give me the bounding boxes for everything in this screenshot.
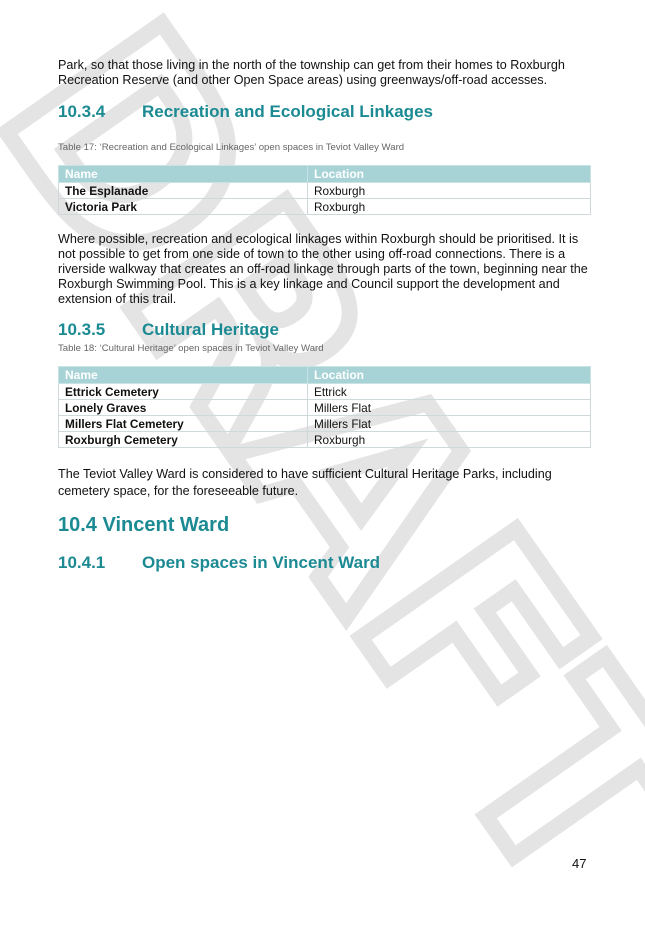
heading-title: Cultural Heritage — [142, 320, 279, 339]
cell-name: The Esplanade — [58, 182, 308, 199]
cell-location: Millers Flat — [307, 399, 591, 416]
table-18-caption: Table 18: ‘Cultural Heritage’ open space… — [58, 343, 324, 354]
linkages-paragraph: Where possible, recreation and ecologica… — [58, 232, 588, 306]
table-row: Victoria Park Roxburgh — [58, 198, 591, 215]
heritage-paragraph: The Teviot Valley Ward is considered to … — [58, 467, 552, 498]
cell-location: Millers Flat — [307, 415, 591, 432]
cell-name: Victoria Park — [58, 198, 308, 215]
intro-paragraph: Park, so that those living in the north … — [58, 58, 565, 87]
page-number: 47 — [572, 856, 587, 871]
table-row: The Esplanade Roxburgh — [58, 182, 591, 199]
table-row: Ettrick Cemetery Ettrick — [58, 383, 591, 400]
column-header-location: Location — [307, 366, 591, 384]
table-row: Lonely Graves Millers Flat — [58, 399, 591, 416]
heading-10-4-1: 10.4.1 Open spaces in Vincent Ward — [58, 553, 380, 573]
cell-name: Lonely Graves — [58, 399, 308, 416]
column-header-location: Location — [307, 165, 591, 183]
cell-location: Roxburgh — [307, 182, 591, 199]
cell-location: Ettrick — [307, 383, 591, 400]
column-header-name: Name — [58, 165, 308, 183]
heading-number: 10.4.1 — [58, 553, 106, 572]
heading-number: 10.3.4 — [58, 102, 106, 121]
heading-10-3-4: 10.3.4 Recreation and Ecological Linkages — [58, 102, 433, 122]
heading-title: Open spaces in Vincent Ward — [142, 553, 381, 572]
heading-number: 10.3.5 — [58, 320, 106, 339]
table-row: Millers Flat Cemetery Millers Flat — [58, 415, 591, 432]
cell-name: Millers Flat Cemetery — [58, 415, 308, 432]
cell-name: Ettrick Cemetery — [58, 383, 308, 400]
heading-title: Recreation and Ecological Linkages — [142, 102, 433, 121]
cell-name: Roxburgh Cemetery — [58, 431, 308, 448]
table-row: Roxburgh Cemetery Roxburgh — [58, 431, 591, 448]
cell-location: Roxburgh — [307, 198, 591, 215]
table-header-row: Name Location — [58, 165, 591, 183]
heading-10-3-5: 10.3.5 Cultural Heritage — [58, 320, 279, 340]
table-18: Name Location Ettrick Cemetery Ettrick L… — [58, 366, 591, 448]
cell-location: Roxburgh — [307, 431, 591, 448]
table-17: Name Location The Esplanade Roxburgh Vic… — [58, 165, 591, 215]
column-header-name: Name — [58, 366, 308, 384]
table-header-row: Name Location — [58, 366, 591, 384]
heading-10-4: 10.4 Vincent Ward — [58, 514, 230, 536]
table-17-caption: Table 17: ‘Recreation and Ecological Lin… — [58, 142, 405, 153]
